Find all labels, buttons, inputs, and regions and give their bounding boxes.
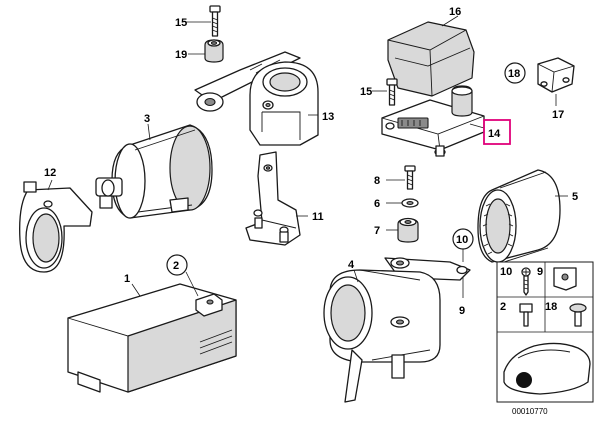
diagram-id: 00010770 bbox=[512, 407, 548, 416]
highlight-box-14 bbox=[483, 119, 511, 145]
legend-label-9[interactable]: 9 bbox=[537, 266, 543, 278]
callout-15-right[interactable]: 15 bbox=[360, 86, 372, 98]
car-location-icon bbox=[503, 342, 591, 395]
part-7-grommet[interactable] bbox=[397, 217, 419, 243]
legend-bolt-2 bbox=[519, 303, 533, 327]
callout-11[interactable]: 11 bbox=[312, 211, 324, 223]
part-5-toothed-ring[interactable] bbox=[477, 169, 561, 263]
part-4-holder-bracket[interactable] bbox=[323, 257, 471, 403]
part-11-mounting-bracket[interactable] bbox=[245, 151, 301, 246]
callout-18[interactable]: 18 bbox=[508, 68, 520, 80]
callout-5[interactable]: 5 bbox=[572, 191, 578, 203]
legend-clip-nut-9 bbox=[553, 267, 577, 291]
part-17-small-bracket[interactable] bbox=[537, 57, 575, 93]
part-13-clamp-bracket[interactable] bbox=[194, 51, 319, 146]
leader-14 bbox=[469, 123, 485, 129]
callout-9[interactable]: 9 bbox=[459, 305, 465, 317]
legend-label-18[interactable]: 18 bbox=[545, 301, 557, 313]
callout-circle-18 bbox=[504, 62, 526, 84]
part-19-rubber-mount[interactable] bbox=[204, 39, 224, 63]
callout-4[interactable]: 4 bbox=[348, 259, 355, 271]
callout-15-left[interactable]: 15 bbox=[175, 17, 187, 29]
legend-label-10[interactable]: 10 bbox=[500, 266, 512, 278]
callout-1[interactable]: 1 bbox=[124, 273, 130, 285]
callout-2[interactable]: 2 bbox=[173, 260, 179, 272]
callout-12[interactable]: 12 bbox=[44, 167, 56, 179]
part-1-control-unit[interactable] bbox=[67, 283, 237, 393]
part-14-sensor-module[interactable] bbox=[381, 85, 485, 157]
callout-13[interactable]: 13 bbox=[322, 111, 334, 123]
part-15-bolt-left[interactable] bbox=[209, 5, 221, 37]
legend-screw-18 bbox=[569, 303, 587, 327]
callout-16[interactable]: 16 bbox=[449, 6, 461, 18]
leader-2 bbox=[185, 271, 199, 297]
part-12-clamp-band[interactable] bbox=[19, 181, 93, 273]
callout-19[interactable]: 19 bbox=[175, 49, 187, 61]
callout-14[interactable]: 14 bbox=[488, 128, 501, 140]
part-3-actuator-motor[interactable] bbox=[95, 124, 213, 219]
leader-16 bbox=[441, 15, 459, 27]
callout-7[interactable]: 7 bbox=[374, 225, 380, 237]
part-6-washer[interactable] bbox=[401, 198, 419, 208]
callout-6[interactable]: 6 bbox=[374, 198, 380, 210]
callout-circle-2 bbox=[166, 254, 188, 276]
leader-3 bbox=[147, 123, 151, 141]
leader-12 bbox=[47, 179, 53, 191]
leader-1 bbox=[131, 283, 141, 297]
callout-8[interactable]: 8 bbox=[374, 175, 380, 187]
callout-10[interactable]: 10 bbox=[456, 234, 468, 246]
callout-17[interactable]: 17 bbox=[552, 109, 564, 121]
part-16-sensor-cover[interactable] bbox=[387, 21, 475, 97]
leader-4 bbox=[353, 269, 359, 283]
part-15-bolt-right[interactable] bbox=[386, 78, 398, 106]
legend-label-2[interactable]: 2 bbox=[500, 301, 506, 313]
callout-3[interactable]: 3 bbox=[144, 113, 150, 125]
legend-screw-10 bbox=[521, 267, 531, 296]
part-8-bolt[interactable] bbox=[404, 165, 416, 190]
location-marker-dot bbox=[516, 372, 532, 388]
